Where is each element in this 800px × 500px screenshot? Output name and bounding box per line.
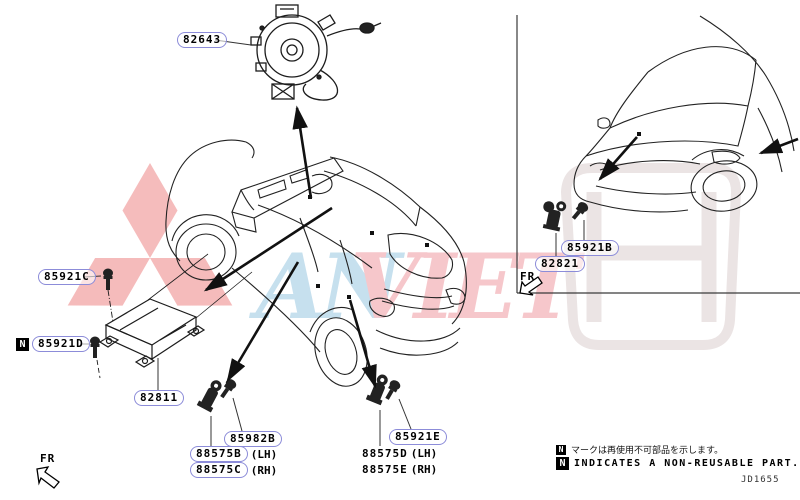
bolt-85921e-icon <box>385 380 401 400</box>
label-row-88575d: 88575D (LH) <box>362 446 437 461</box>
side-sensor-front-icon <box>196 380 222 413</box>
watermark-viet: VIET <box>350 234 586 340</box>
front-sensor-82821-icon <box>542 201 567 232</box>
label-row-85921d: N 85921D <box>16 336 90 352</box>
label-88575c-side: (RH) <box>250 463 278 477</box>
vehicle-rear-view <box>165 139 467 387</box>
note-japanese: N マークは再使用不可部品を示します。 <box>556 443 723 456</box>
label-88575e: 88575E <box>362 463 408 476</box>
label-row-88575b: 88575B (LH) <box>190 446 277 462</box>
label-85921c[interactable]: 85921C <box>38 269 96 285</box>
note-jp-text: マークは再使用不可部品を示します。 <box>571 446 724 456</box>
note-english: N INDICATES A NON-REUSABLE PART. <box>556 457 800 470</box>
label-85921d[interactable]: 85921D <box>32 336 90 352</box>
srs-ecu-drawing <box>96 253 253 379</box>
label-row-88575e: 88575E (RH) <box>362 462 437 477</box>
fr-label-panel: FR <box>520 270 536 283</box>
honda-logo-watermark <box>560 163 742 350</box>
label-row-88575c: 88575C (RH) <box>190 462 277 478</box>
clock-spring-drawing <box>250 4 382 101</box>
fr-arrow-main <box>36 466 60 489</box>
non-reusable-badge-en: N <box>556 457 569 470</box>
label-85921e[interactable]: 85921E <box>389 429 447 445</box>
label-88575b-side: (LH) <box>250 447 278 461</box>
bolt-85921b-icon <box>571 202 589 220</box>
label-88575d-side: (LH) <box>410 447 438 460</box>
non-reusable-badge-jp: N <box>556 444 566 455</box>
non-reusable-badge: N <box>16 337 29 351</box>
front-sensor-location-dot <box>637 132 641 136</box>
label-88575c[interactable]: 88575C <box>190 462 248 478</box>
bolt-85921d-icon <box>90 336 100 358</box>
label-82643[interactable]: 82643 <box>177 32 228 48</box>
bolt-85921c-icon <box>103 268 113 290</box>
label-88575e-side: (RH) <box>410 463 438 476</box>
fr-label-main: FR <box>40 452 56 465</box>
doc-code: JD1655 <box>741 475 780 485</box>
label-85921b[interactable]: 85921B <box>561 240 619 256</box>
label-82811[interactable]: 82811 <box>134 390 185 406</box>
panel-border <box>516 15 800 294</box>
side-sensor-rear-icon <box>365 374 388 406</box>
pointer-arrows <box>203 105 799 389</box>
label-88575d: 88575D <box>362 447 408 460</box>
watermark-an: AN <box>248 234 406 340</box>
label-85982b[interactable]: 85982B <box>224 431 282 447</box>
vehicle-front-view <box>573 15 795 213</box>
anviet-watermark: AN VIET <box>248 234 592 340</box>
note-en-text: INDICATES A NON-REUSABLE PART. <box>574 458 800 469</box>
label-82821[interactable]: 82821 <box>535 256 586 272</box>
label-88575b[interactable]: 88575B <box>190 446 248 462</box>
fr-arrow-panel <box>519 276 543 296</box>
